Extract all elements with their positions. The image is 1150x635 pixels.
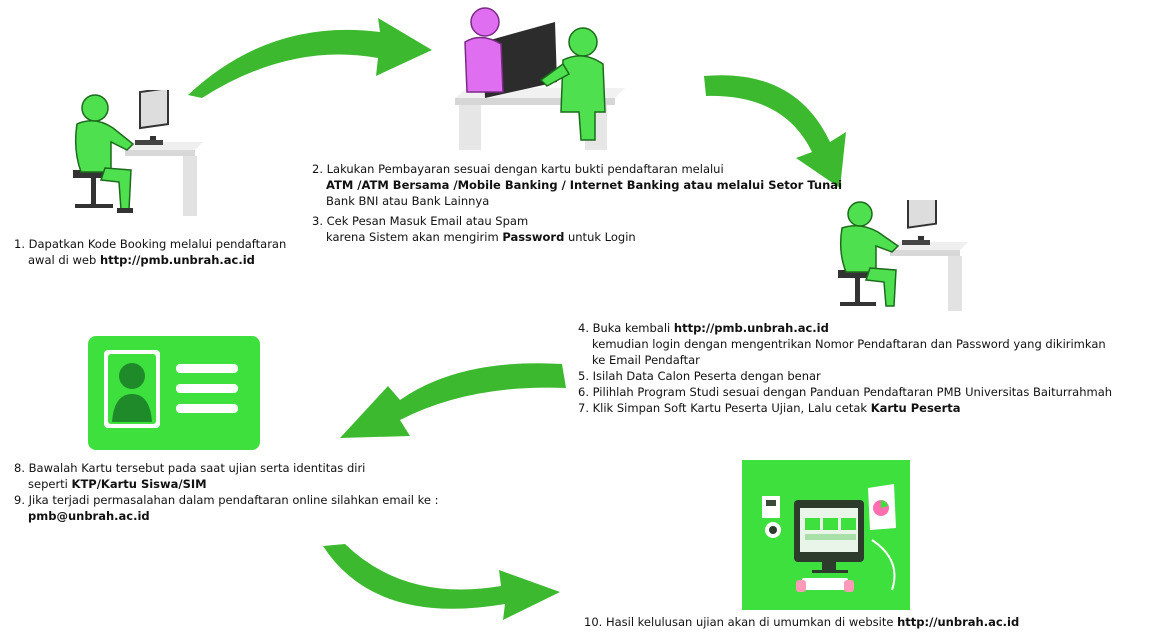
step-3-password: Password (502, 230, 565, 244)
step-8-ids: KTP/Kartu Siswa/SIM (71, 477, 207, 491)
step-3-text: 3. Cek Pesan Masuk Email atau Spam karen… (312, 213, 636, 245)
step-4-line-1-prefix: 4. Buka kembali (578, 321, 674, 335)
curved-arrow-3-icon (340, 363, 566, 438)
step-4-url: http://pmb.unbrah.ac.id (673, 321, 829, 335)
two-people-meeting-icon (455, 7, 625, 150)
step-1-line-1: 1. Dapatkan Kode Booking melalui pendaft… (14, 237, 287, 251)
step-6-line: 6. Pilihlah Program Studi sesuai dengan … (578, 385, 1113, 399)
step-9-line-1: 9. Jika terjadi permasalahan dalam penda… (14, 493, 439, 507)
step-2-line-1: 2. Lakukan Pembayaran sesuai dengan kart… (312, 162, 724, 176)
step-1-url: http://pmb.unbrah.ac.id (99, 253, 255, 267)
step-9-email: pmb@unbrah.ac.id (28, 509, 150, 523)
step-1-line-2-prefix: awal di web (28, 253, 100, 267)
step-7-kartu-peserta: Kartu Peserta (870, 401, 961, 415)
curved-arrow-4-icon (323, 544, 560, 620)
curved-arrow-2-icon (704, 75, 846, 188)
step-3-line-1: 3. Cek Pesan Masuk Email atau Spam (312, 214, 529, 228)
step-1-text: 1. Dapatkan Kode Booking melalui pendaft… (14, 236, 286, 268)
steps-8-9-text: 8. Bawalah Kartu tersebut pada saat ujia… (14, 460, 439, 524)
step-8-line-1: 8. Bawalah Kartu tersebut pada saat ujia… (14, 461, 366, 475)
step-10-url: http://unbrah.ac.id (897, 615, 1020, 629)
curved-arrow-1-icon (188, 18, 432, 98)
id-card-icon (88, 336, 260, 450)
step-4-line-3: ke Email Pendaftar (592, 353, 700, 367)
step-8-line-2-prefix: seperti (28, 477, 72, 491)
step-2-text: 2. Lakukan Pembayaran sesuai dengan kart… (312, 161, 842, 209)
step-10-text: 10. Hasil kelulusan ujian akan di umumka… (584, 614, 1019, 630)
step-5-line: 5. Isilah Data Calon Peserta dengan bena… (578, 369, 821, 383)
step-3-line-2-prefix: karena Sistem akan mengirim (326, 230, 503, 244)
steps-4-7-text: 4. Buka kembali http://pmb.unbrah.ac.id … (578, 320, 1112, 416)
person-at-computer-icon (73, 90, 203, 216)
step-10-prefix: 10. Hasil kelulusan ujian akan di umumka… (584, 615, 898, 629)
website-desktop-icon (742, 460, 910, 610)
step-3-line-2-suffix: untuk Login (564, 230, 636, 244)
person-at-computer-icon (838, 200, 968, 311)
step-2-line-3: Bank BNI atau Bank Lainnya (326, 194, 490, 208)
step-2-payment-methods: ATM /ATM Bersama /Mobile Banking / Inter… (326, 178, 843, 192)
step-7-prefix: 7. Klik Simpan Soft Kartu Peserta Ujian,… (578, 401, 871, 415)
step-4-line-2: kemudian login dengan mengentrikan Nomor… (592, 337, 1106, 351)
